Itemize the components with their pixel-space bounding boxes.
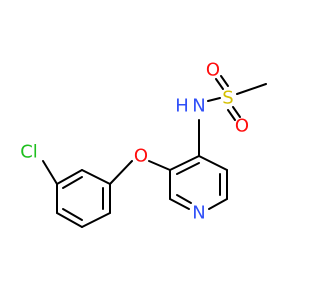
atom-sulfonyl-oxygen-bottom: O <box>235 116 249 137</box>
bond-pyridine-4 <box>208 198 228 210</box>
bond-benzene-4 <box>81 212 111 228</box>
atom-sulfur: S <box>222 88 233 109</box>
bond-pyridine-double-1 <box>176 162 200 175</box>
bond-sulfur-oxygen-top-b <box>220 75 229 87</box>
structure-diagram: Cl O N H S O O N <box>20 60 267 228</box>
bond-benzene-2 <box>81 169 111 185</box>
bond-pyridine-5 <box>169 198 190 210</box>
atom-chlorine: Cl <box>20 142 38 163</box>
atom-pyridine-nitrogen: N <box>192 203 205 224</box>
bond-benzene-5 <box>56 212 83 228</box>
bond-benzene-chlorine <box>42 160 58 185</box>
bond-ether-oxygen-pyridine <box>148 160 171 171</box>
bond-sulfur-oxygen-bottom-b <box>227 109 236 121</box>
atom-sulfonyl-oxygen-top: O <box>206 60 220 81</box>
bond-amide-nitrogen-sulfur <box>207 97 221 102</box>
bond-pyridine-2 <box>198 155 228 171</box>
bond-benzene-1 <box>56 169 83 185</box>
bond-sulfur-oxygen-bottom-a <box>232 106 241 118</box>
bond-pyridine-double-3 <box>176 194 192 204</box>
atom-amide-nitrogen: N <box>192 96 205 117</box>
bond-benzene-double-1 <box>62 176 83 189</box>
bond-benzene-double-3 <box>62 208 83 221</box>
bonds <box>42 75 267 228</box>
bond-benzene-ether-oxygen <box>109 160 133 185</box>
atom-amide-hydrogen: H <box>175 96 189 117</box>
bond-sulfur-oxygen-top-a <box>215 78 224 90</box>
atom-ether-oxygen: O <box>134 146 148 167</box>
bond-sulfur-methyl <box>236 83 267 95</box>
molecule-canvas: Cl O N H S O O N <box>20 59 267 228</box>
bond-pyridine-1 <box>169 155 200 171</box>
